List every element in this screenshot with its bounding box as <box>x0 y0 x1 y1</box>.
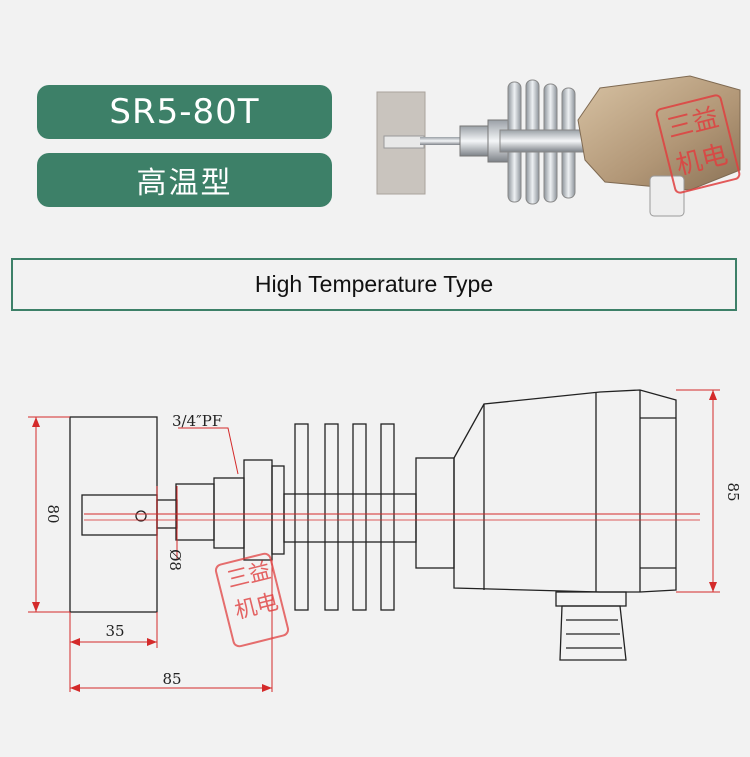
section-banner: High Temperature Type <box>11 258 737 311</box>
fin-1 <box>294 423 309 611</box>
model-label: SR5-80T <box>109 92 260 132</box>
type-badge: 高温型 <box>37 153 332 207</box>
dimension-arrows <box>32 390 717 692</box>
fin-3 <box>352 423 367 611</box>
thread-outline <box>243 459 273 561</box>
fin-4 <box>380 423 395 611</box>
dim-housing-height: 85 <box>724 482 742 501</box>
dim-paddle-height: 80 <box>44 504 62 523</box>
dim-shaft-diameter: Ø8 <box>166 549 184 571</box>
model-badge: SR5-80T <box>37 85 332 139</box>
fin-2 <box>324 423 339 611</box>
housing-outline <box>453 389 677 593</box>
product-photo <box>376 75 741 217</box>
dim-overall-length: 85 <box>162 670 181 688</box>
drawing-watermark <box>214 552 290 648</box>
photo-paddle <box>376 91 426 195</box>
paddle-pin <box>135 510 147 522</box>
photo-shaft <box>420 119 511 163</box>
banner-title: High Temperature Type <box>254 271 494 297</box>
photo-housing <box>577 75 741 217</box>
technical-drawing: 3/4″PF 80 35 Ø8 85 85 <box>28 389 742 692</box>
dimension-lines <box>28 389 720 692</box>
fin-core <box>283 493 417 543</box>
housing-neck <box>415 457 455 569</box>
gland-base <box>555 591 627 607</box>
dim-paddle-width: 35 <box>105 622 124 640</box>
type-label: 高温型 <box>136 166 233 201</box>
cable-gland <box>559 605 627 661</box>
thread-label: 3/4″PF <box>172 412 222 430</box>
drawing-outline <box>69 389 677 661</box>
photo-cooling-fins <box>499 79 591 205</box>
